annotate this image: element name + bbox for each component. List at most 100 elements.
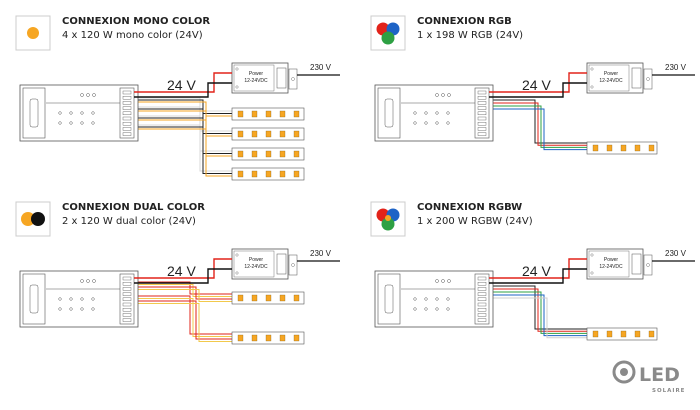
controller-led <box>58 297 62 301</box>
psu-screw <box>235 271 239 275</box>
psu-label-2: 12-24VDC <box>599 78 623 84</box>
terminal-slot <box>122 95 132 100</box>
controller-led <box>69 297 73 301</box>
controller-led <box>91 297 95 301</box>
ac-voltage-label: 230 V <box>310 63 332 72</box>
led-chip <box>251 170 258 178</box>
terminal-slot <box>477 282 487 286</box>
output-wire <box>138 101 232 117</box>
controller-end-cap <box>377 87 401 139</box>
controller-button <box>80 279 84 283</box>
controller-button <box>447 279 451 283</box>
controller-end-cap <box>22 273 46 325</box>
panel-title: CONNEXION RGBW <box>417 202 522 213</box>
led-chip <box>648 330 655 338</box>
terminal-slot <box>122 121 132 126</box>
controller-end-cap <box>377 273 401 325</box>
controller-led <box>69 307 73 311</box>
led-chip <box>237 334 244 342</box>
output-wire <box>138 284 232 297</box>
output-wire <box>138 281 232 295</box>
psu-ac-block <box>643 68 653 90</box>
controller-button <box>86 279 90 283</box>
terminal-slot <box>477 111 487 116</box>
led-chip <box>592 144 599 152</box>
controller-led <box>435 121 439 125</box>
psu-screw <box>235 85 239 89</box>
controller-slot <box>29 98 39 128</box>
led-chip <box>265 150 272 158</box>
controller-led <box>424 297 428 301</box>
controller-led <box>91 307 95 311</box>
panel-subtitle: 4 x 120 W mono color (24V) <box>62 30 203 41</box>
terminal-slot <box>122 318 132 322</box>
terminal-slot <box>122 127 132 131</box>
led-chip <box>634 144 641 152</box>
led-chip <box>237 294 244 302</box>
led-chip <box>293 170 300 178</box>
power-supply-face <box>233 250 275 278</box>
led-chip <box>265 294 272 302</box>
dc-negative-wire <box>489 82 587 98</box>
power-supply-face <box>588 250 630 278</box>
output-wire <box>138 300 232 340</box>
led-chip <box>606 144 613 152</box>
led-chip <box>237 150 244 158</box>
terminal-slot <box>122 111 132 116</box>
psu-ac-screw <box>291 263 295 267</box>
psu-terminal <box>276 253 287 275</box>
psu-screw <box>590 85 594 89</box>
output-wire <box>493 102 587 146</box>
controller-end-cap <box>22 87 46 139</box>
controller-terminal <box>474 87 490 139</box>
output-wire <box>493 285 587 330</box>
terminal-slot <box>122 308 132 312</box>
controller-led <box>58 307 62 311</box>
controller-led <box>446 111 450 115</box>
led-chip <box>265 170 272 178</box>
psu-ac-block <box>643 254 653 276</box>
psu-screw <box>590 253 594 257</box>
dual-color-icon-b <box>31 212 45 226</box>
terminal-slot <box>477 95 487 100</box>
terminal-slot <box>122 287 132 291</box>
led-chip <box>592 330 599 338</box>
led-chip <box>279 150 286 158</box>
terminal-slot <box>477 132 487 136</box>
terminal-slot <box>122 282 132 286</box>
controller-led <box>435 297 439 301</box>
psu-label-1: Power <box>604 257 619 263</box>
controller-led <box>69 111 73 115</box>
controller-led <box>446 307 450 311</box>
psu-label-1: Power <box>249 71 264 77</box>
logo-subtext: SOLAIRE <box>652 388 685 394</box>
output-wire <box>138 303 232 342</box>
panel-subtitle: 1 x 200 W RGBW (24V) <box>417 216 533 227</box>
controller-button <box>92 279 96 283</box>
dc-voltage-label: 24 V <box>522 77 551 93</box>
dual-color-icon-a <box>21 212 35 226</box>
psu-terminal <box>631 253 642 275</box>
led-chip <box>620 330 627 338</box>
dc-voltage-label: 24 V <box>167 263 196 279</box>
controller-led <box>69 121 73 125</box>
terminal-slot <box>477 116 487 121</box>
terminal-slot <box>122 276 132 281</box>
terminal-slot <box>122 302 132 307</box>
output-wire <box>138 97 232 112</box>
output-wire <box>138 286 232 300</box>
led-chip <box>293 110 300 118</box>
logo-mark-dot <box>620 368 628 376</box>
controller-led <box>413 121 417 125</box>
led-chip <box>293 294 300 302</box>
controller-led <box>58 111 62 115</box>
psu-label-1: Power <box>249 257 264 263</box>
controller-led <box>435 111 439 115</box>
terminal-slot <box>477 318 487 322</box>
panel-subtitle: 1 x 198 W RGB (24V) <box>417 30 523 41</box>
led-chip <box>265 110 272 118</box>
led-chip <box>237 130 244 138</box>
